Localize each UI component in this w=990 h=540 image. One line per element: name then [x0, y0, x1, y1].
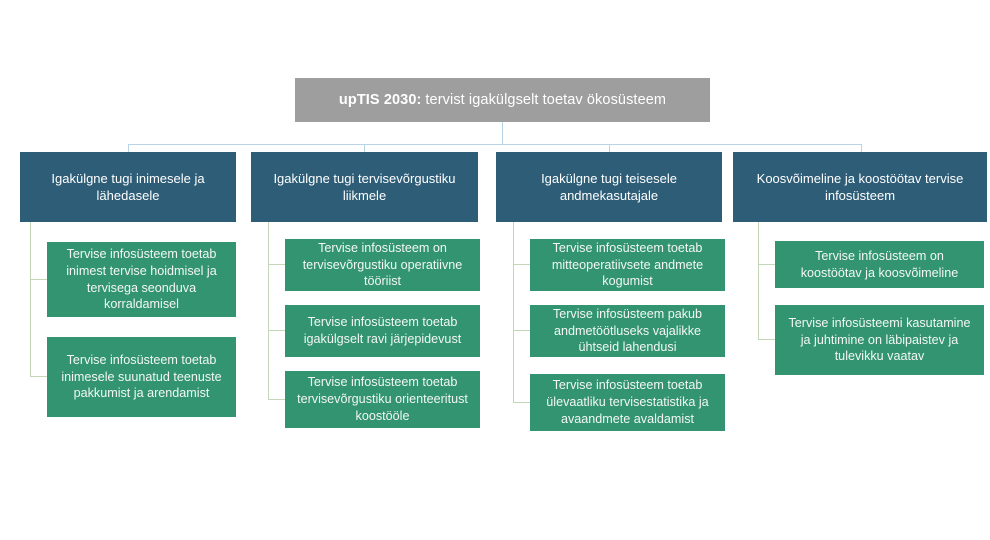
- root-node-emphasis: upTIS 2030:: [338, 92, 422, 108]
- column-header-2[interactable]: Igakülgne tugi tervisevõrgustiku liikmel…: [251, 152, 478, 222]
- leaf-node-col2-item1[interactable]: Tervise infosüsteem on tervisevõrgustiku…: [285, 239, 480, 291]
- leaf-node-col2-item2[interactable]: Tervise infosüsteem toetab igakülgselt r…: [285, 305, 480, 357]
- root-node: upTIS 2030: tervist igakülgselt toetav ö…: [295, 78, 710, 122]
- leaf-node-col4-item1[interactable]: Tervise infosüsteem on koostöötav ja koo…: [775, 241, 984, 288]
- leaf-node-col3-item1[interactable]: Tervise infosüsteem toetab mitteoperatii…: [530, 239, 725, 291]
- column-header-4[interactable]: Koosvõimeline ja koostöötav tervise info…: [733, 152, 987, 222]
- column-header-3[interactable]: Igakülgne tugi teisesele andmekasutajale: [496, 152, 722, 222]
- leaf-node-col2-item3[interactable]: Tervise infosüsteem toetab tervisevõrgus…: [285, 371, 480, 428]
- column-header-1[interactable]: Igakülgne tugi inimesele ja lähedasele: [20, 152, 236, 222]
- leaf-node-col1-item2[interactable]: Tervise infosüsteem toetab inimesele suu…: [47, 337, 236, 417]
- top-connector-group: [127, 122, 863, 152]
- leaf-node-col3-item2[interactable]: Tervise infosüsteem pakub andmetöötlusek…: [530, 305, 725, 357]
- leaf-node-col4-item2[interactable]: Tervise infosüsteemi kasutamine ja juhti…: [775, 305, 984, 375]
- leaf-node-col3-item3[interactable]: Tervise infosüsteem toetab ülevaatliku t…: [530, 374, 725, 431]
- root-node-text: tervist igakülgselt toetav ökosüsteem: [425, 92, 667, 108]
- leaf-node-col1-item1[interactable]: Tervise infosüsteem toetab inimest tervi…: [47, 242, 236, 317]
